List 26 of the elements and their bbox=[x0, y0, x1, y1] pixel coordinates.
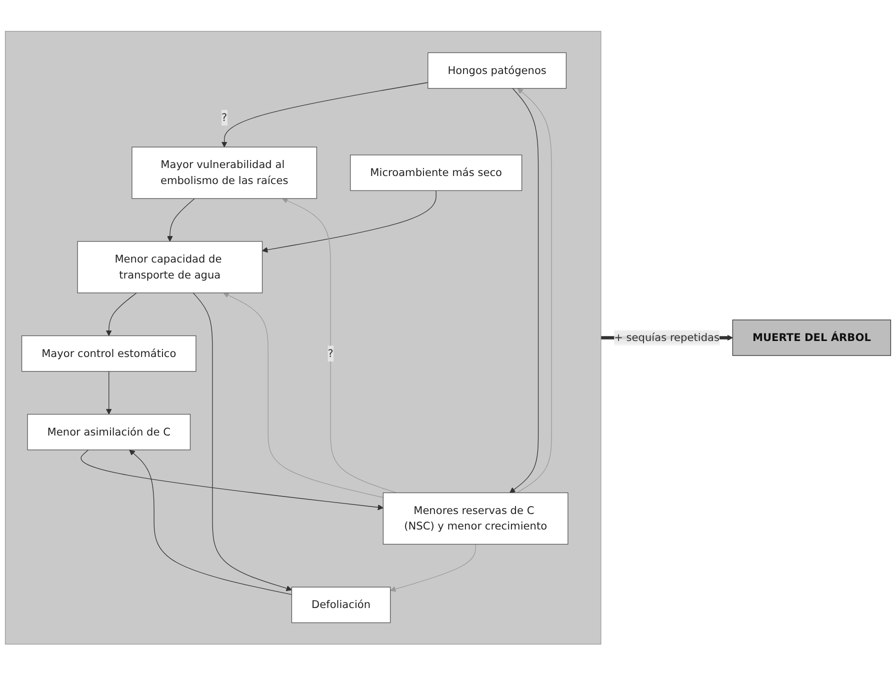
node-box: Hongos patógenos bbox=[428, 52, 567, 88]
node-box: MUERTE DEL ÁRBOL bbox=[732, 319, 892, 356]
arrow bbox=[167, 198, 195, 242]
node-box: Menores reservas de C (NSC) y menor crecimiento bbox=[382, 492, 568, 544]
arrow bbox=[282, 198, 397, 493]
arrow bbox=[129, 449, 292, 595]
arrow bbox=[390, 544, 476, 592]
arrow bbox=[106, 292, 137, 336]
arrow bbox=[221, 82, 428, 148]
node-box: Defoliación bbox=[291, 586, 391, 623]
edge-label: ? bbox=[222, 110, 228, 124]
node-box: Microambiente más seco bbox=[350, 154, 522, 191]
arrow bbox=[80, 449, 384, 510]
node-box: Mayor vulnerabilidad al embolismo de las raíces bbox=[132, 146, 318, 199]
arrow bbox=[223, 292, 384, 498]
arrow bbox=[516, 88, 552, 493]
arrow bbox=[192, 292, 292, 591]
cluster bbox=[4, 30, 602, 644]
node-box: Mayor control estomático bbox=[21, 335, 196, 372]
node-box: Menor capacidad de transporte de agua bbox=[77, 240, 263, 293]
edge-label: ? bbox=[328, 346, 334, 360]
node-box: Menor asimilación de C bbox=[27, 414, 191, 450]
edge-label: + sequías repetidas bbox=[614, 330, 720, 344]
arrow bbox=[510, 88, 539, 493]
arrow bbox=[106, 370, 112, 414]
arrow bbox=[262, 190, 436, 252]
